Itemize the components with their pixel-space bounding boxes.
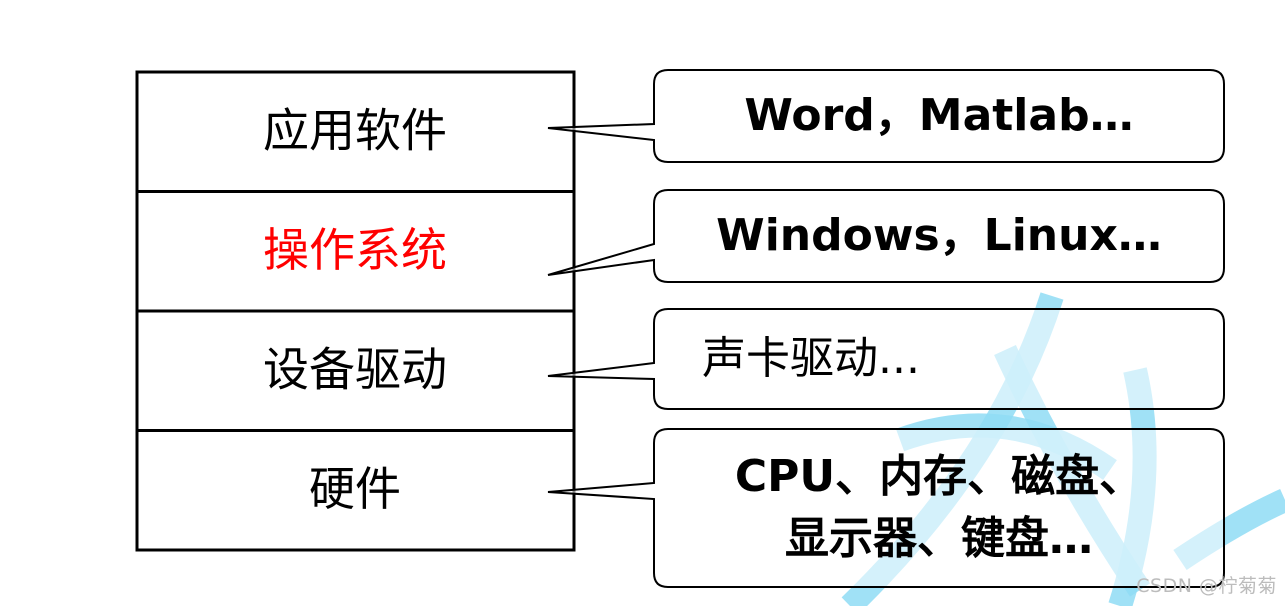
layer-box xyxy=(135,309,576,432)
callout-text: Windows，Linux… xyxy=(716,210,1162,261)
watermark-text: CSDN @柠菊菊 xyxy=(1136,575,1277,597)
callouts: Word，Matlab… Windows，Linux… 声卡驱动... CPU、内存、… xyxy=(547,69,1225,588)
layer-label: 设备驱动 xyxy=(263,342,447,396)
callout-bubble xyxy=(547,428,1225,588)
callout-text: 声卡驱动... xyxy=(702,333,920,384)
callout-bubble xyxy=(547,69,1225,163)
layer-label: 硬件 xyxy=(309,462,401,516)
layer-label: 操作系统 xyxy=(263,223,447,277)
callout-text: Word，Matlab… xyxy=(744,90,1133,141)
callout-text: CPU、内存、磁盘、 xyxy=(735,451,1143,502)
callout-text: 显示器、键盘… xyxy=(785,513,1093,564)
callout-bubble xyxy=(547,189,1225,283)
layer-label: 应用软件 xyxy=(263,103,447,157)
layer-box xyxy=(135,429,576,552)
layer-box xyxy=(135,70,576,193)
callout-bubble xyxy=(547,308,1225,410)
